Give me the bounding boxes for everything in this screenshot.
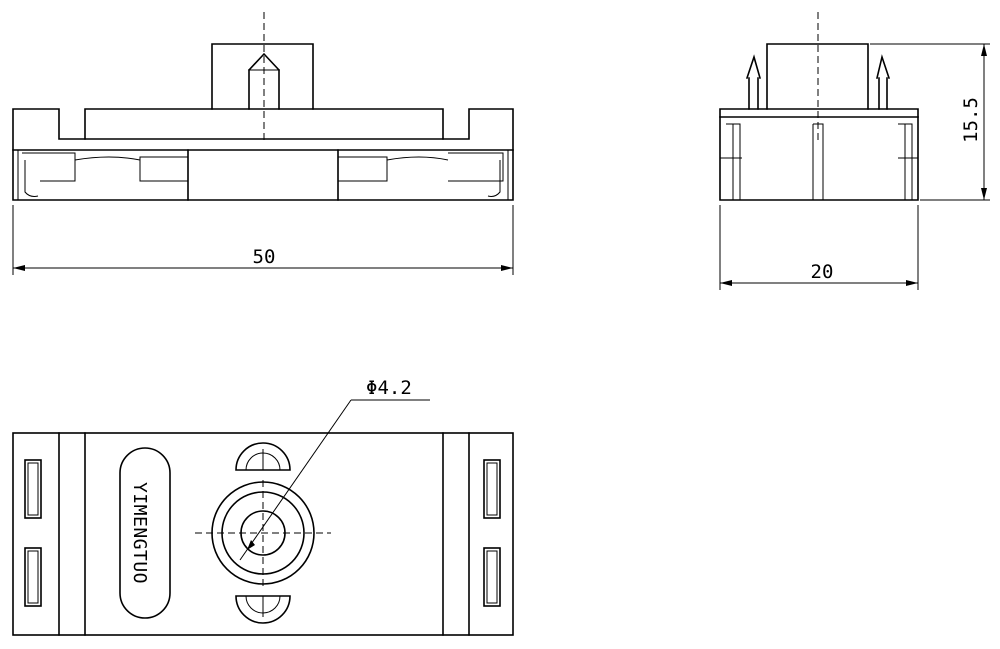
dim-height-15-5: 15.5 (960, 97, 982, 143)
slot-left-bottom (24, 547, 42, 607)
brand-plate (119, 447, 171, 619)
dim-width-50: 50 (253, 246, 276, 268)
slot-left-top (24, 459, 42, 519)
dim-hole-diameter: Φ4.2 (366, 377, 412, 399)
dim-width-20: 20 (811, 261, 834, 283)
brand-marking: YIMENGTUO (129, 482, 150, 584)
front-view: 50 (12, 12, 514, 275)
slot-right-top (483, 459, 501, 519)
side-view: 20 15.5 (719, 12, 990, 290)
slot-right-bottom (483, 547, 501, 607)
top-view: YIMENGTUO Φ4.2 (12, 377, 514, 636)
